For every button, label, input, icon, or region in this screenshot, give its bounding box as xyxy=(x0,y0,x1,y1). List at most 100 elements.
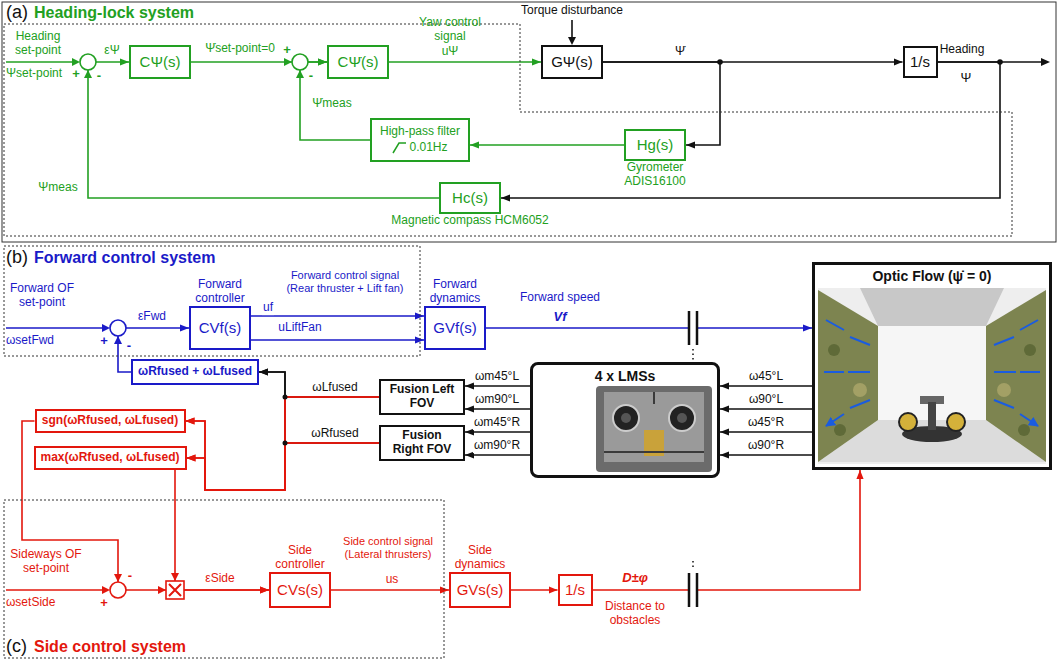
block-label: CΨ̇(s) xyxy=(338,53,379,70)
input-name: Sideways OF set-point xyxy=(6,548,86,576)
integrator-box: 1/s xyxy=(558,574,593,606)
bar-gap xyxy=(688,311,698,345)
signal-connector xyxy=(259,372,379,397)
arrow-head xyxy=(158,586,166,594)
plant-box: GΨ(s) xyxy=(541,45,603,79)
block-label: ωRfused + ωLfused xyxy=(138,365,252,379)
signal-name: ωm45°R xyxy=(473,416,521,430)
signal-connector xyxy=(187,397,380,490)
block-label: 1/s xyxy=(910,53,930,70)
arrow-head xyxy=(72,58,80,66)
signal-name: uLiftFan xyxy=(277,321,322,335)
plant-box: Side dynamicsGVs(s) xyxy=(449,572,511,608)
sensor-lens xyxy=(677,413,687,423)
block-label: Hg(s) xyxy=(637,136,674,153)
signal-connector xyxy=(720,454,812,456)
signal-connector xyxy=(465,385,530,387)
controller-box: CΨ̇(s) xyxy=(327,45,389,79)
summing-junction xyxy=(80,54,96,70)
integrator-box: 1/s xyxy=(903,46,938,78)
sign: - xyxy=(127,339,131,354)
signal-name: Forward speed xyxy=(520,291,600,305)
signal-name: εSide xyxy=(205,572,234,586)
signal-connector xyxy=(186,421,380,490)
signal-name: εFwd xyxy=(138,310,166,324)
sign: - xyxy=(128,569,132,584)
dotted-region xyxy=(4,24,1012,236)
signal-name: ωm90°L xyxy=(474,393,520,407)
sign: + xyxy=(100,596,108,611)
arrow-head xyxy=(568,37,576,45)
signal-name: Ψ̇set-point=0 xyxy=(204,42,276,56)
signal-connector xyxy=(720,408,812,410)
signal-name: ωm90°R xyxy=(473,439,521,453)
sensor-cable xyxy=(604,392,704,452)
signal-connector xyxy=(175,470,269,590)
photo-ground xyxy=(596,386,712,472)
summing-junction xyxy=(110,320,126,336)
wall-texture xyxy=(1018,424,1030,436)
signal-name: Ψ̇meas xyxy=(311,97,352,111)
output-line xyxy=(925,61,1042,63)
signal-name: uΨ xyxy=(441,45,460,59)
signal-bar xyxy=(689,311,697,345)
signal-connector xyxy=(186,397,380,490)
block-heading: Magnetic compass HCM6052 xyxy=(360,214,580,228)
signal-name: Side control signal (Lateral thrusters) xyxy=(338,535,438,560)
disturbance-name: Torque disturbance xyxy=(521,4,623,18)
block-label: 1/s xyxy=(565,581,585,598)
input-line xyxy=(6,589,104,591)
junction-dot xyxy=(283,395,288,400)
disturbance-line xyxy=(571,20,573,38)
panel-title: Forward control system xyxy=(34,249,215,267)
sign: + xyxy=(283,43,291,58)
picture-ground xyxy=(818,288,1046,464)
signal-name: ω90°L xyxy=(748,393,784,407)
right-wall xyxy=(986,290,1046,462)
filter-symbol xyxy=(393,143,406,153)
signal-bar xyxy=(689,573,697,607)
sign: - xyxy=(309,69,313,84)
flow-arrows xyxy=(994,320,1040,426)
corridor-picture xyxy=(818,288,1046,464)
sensor-box: Hg(s)Gyrometer ADIS16100 xyxy=(624,129,686,161)
block-label: max(ωRfused, ωLfused) xyxy=(41,451,180,465)
signal-name: Ψset-point xyxy=(6,67,62,81)
arrow-head xyxy=(102,586,110,594)
junction-dot xyxy=(997,59,1003,65)
signal-connector xyxy=(251,339,424,341)
panel-letter: (c) xyxy=(6,636,27,657)
block-label: Optic Flow (ψ̇ = 0) xyxy=(872,268,991,284)
signal-connector xyxy=(465,431,530,433)
sensor-photo xyxy=(596,386,712,472)
panel-letter: (b) xyxy=(6,247,28,268)
wall-texture xyxy=(997,383,1011,397)
signal-connector xyxy=(720,385,812,387)
function-box: max(ωRfused, ωLfused) xyxy=(34,446,187,470)
wall-texture xyxy=(853,383,867,397)
block-label: GVs(s) xyxy=(457,581,504,598)
block-label: Fusion Right FOV xyxy=(389,429,455,457)
signal-name: ω90°R xyxy=(747,439,785,453)
sensor-board xyxy=(604,392,704,462)
wall-texture xyxy=(834,424,846,436)
multiplier-symbol xyxy=(169,584,181,596)
sensor-lens xyxy=(669,405,695,431)
filter-symbol xyxy=(392,141,407,154)
signal-name: ωRfused xyxy=(310,427,359,441)
input-line xyxy=(6,327,104,329)
signal-name: Distance to obstacles xyxy=(595,600,675,628)
arrow-head xyxy=(171,573,179,581)
summing-junction xyxy=(110,582,126,598)
panel-title: Heading-lock system xyxy=(34,4,194,22)
signal-name: Forward control signal (Rear thruster + … xyxy=(280,269,410,294)
controller-box: Forward controllerCVf(s) xyxy=(189,306,251,350)
input-name: Heading set-point xyxy=(6,30,70,58)
signal-connector xyxy=(465,408,530,410)
filter-box: High-pass filter0.01Hz xyxy=(370,118,470,162)
sign: + xyxy=(72,67,80,82)
arrow-head xyxy=(296,70,304,78)
signal-connector xyxy=(331,589,449,591)
block-heading: Forward controller xyxy=(185,278,255,306)
